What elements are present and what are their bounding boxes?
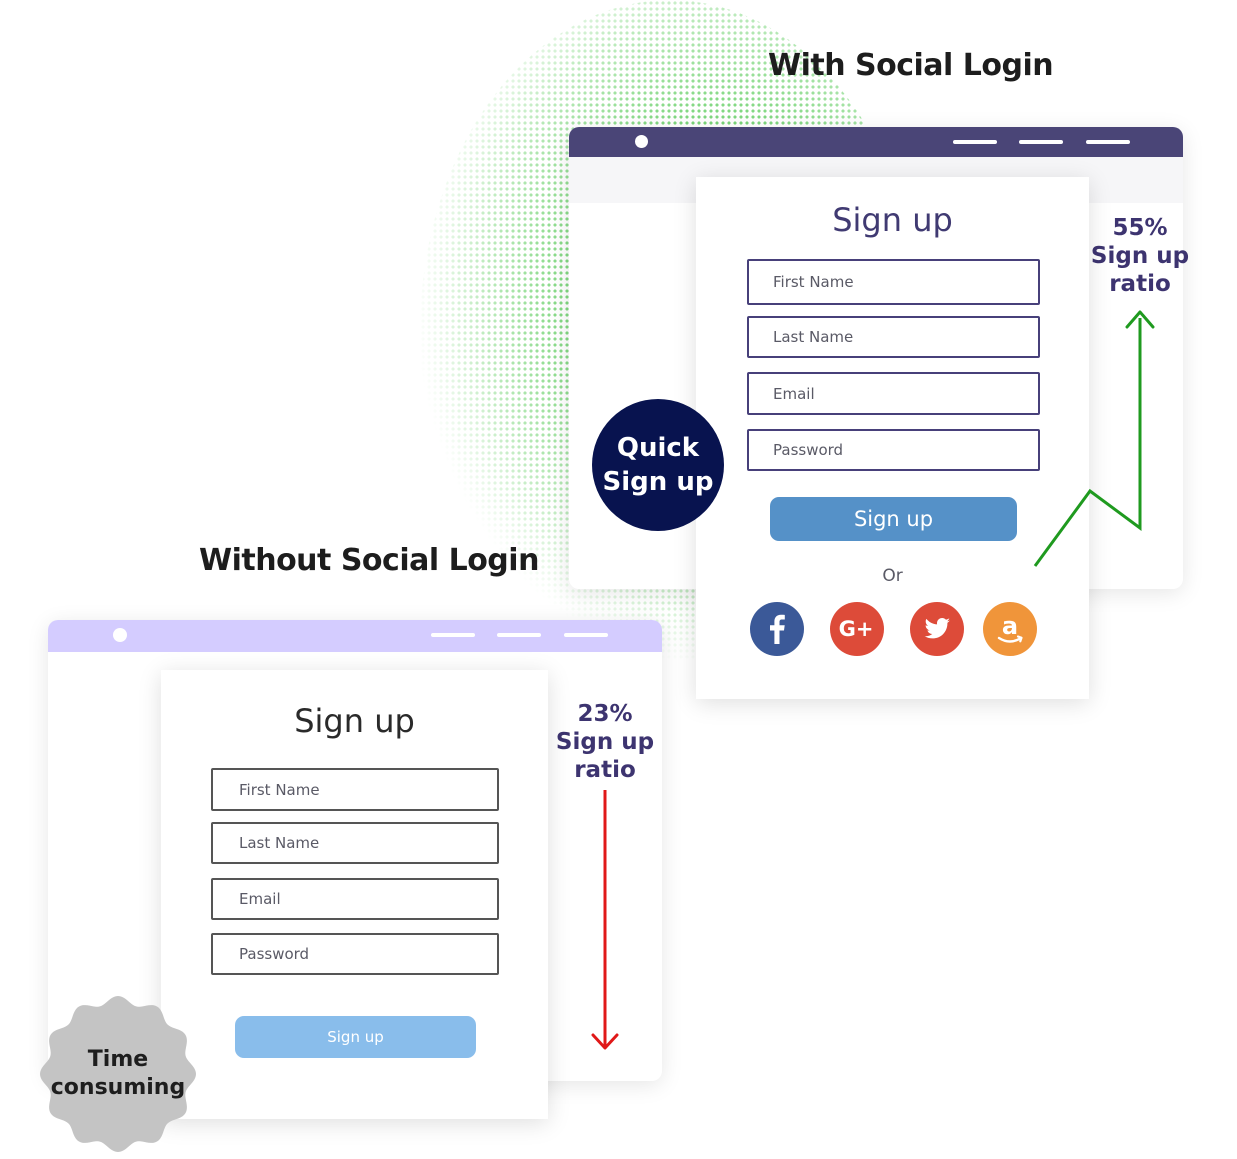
signup-card-title: Sign up	[294, 702, 415, 740]
with-social-signup-card: Sign up Sign up Or G+ a	[696, 177, 1089, 699]
time-consuming-badge: Time consuming	[38, 994, 198, 1154]
browser-title-bar	[569, 127, 1183, 157]
menu-line-icon[interactable]	[1086, 140, 1130, 144]
ratio-label-2: ratio	[1109, 271, 1171, 297]
password-field[interactable]	[211, 933, 499, 975]
browser-title-bar	[48, 620, 662, 652]
badge-seal-shape	[40, 996, 196, 1152]
last-name-field[interactable]	[211, 822, 499, 864]
quick-signup-badge: Quick Sign up	[592, 399, 724, 531]
user-avatar-icon[interactable]	[635, 135, 648, 148]
ratio-label-1: Sign up	[1090, 243, 1190, 269]
email-field[interactable]	[747, 372, 1040, 415]
first-name-field[interactable]	[747, 259, 1040, 305]
with-social-ratio: 55% Sign up ratio	[1085, 214, 1195, 298]
menu-line-icon[interactable]	[953, 140, 997, 144]
menu-line-icon[interactable]	[1019, 140, 1063, 144]
or-divider-label: Or	[882, 566, 903, 586]
with-social-title: With Social Login	[768, 48, 1054, 83]
without-social-ratio: 23% Sign up ratio	[550, 700, 660, 784]
badge-quick-line1: Quick	[616, 433, 700, 463]
badge-time-line2: consuming	[50, 1075, 186, 1100]
svg-text:G+: G+	[839, 617, 874, 641]
signup-button[interactable]: Sign up	[235, 1016, 476, 1058]
badge-quick-line2: Sign up	[602, 467, 714, 497]
menu-line-icon[interactable]	[431, 633, 475, 637]
ratio-label-2: ratio	[574, 757, 636, 783]
window-dot-icon[interactable]	[113, 628, 127, 642]
badge-time-line1: Time	[87, 1047, 149, 1072]
menu-line-icon[interactable]	[497, 633, 541, 637]
without-social-signup-card: Sign up Sign up	[161, 670, 548, 1119]
facebook-icon[interactable]	[750, 602, 804, 656]
svg-text:a: a	[1002, 612, 1018, 640]
menu-line-icon[interactable]	[564, 633, 608, 637]
last-name-field[interactable]	[747, 316, 1040, 358]
email-field[interactable]	[211, 878, 499, 920]
first-name-field[interactable]	[211, 768, 499, 811]
password-field[interactable]	[747, 429, 1040, 471]
without-social-title: Without Social Login	[199, 543, 539, 578]
twitter-icon[interactable]	[910, 602, 964, 656]
signup-button[interactable]: Sign up	[770, 497, 1017, 541]
ratio-label-1: Sign up	[555, 729, 655, 755]
signup-card-title: Sign up	[832, 201, 953, 239]
amazon-icon[interactable]: a	[983, 602, 1037, 656]
ratio-percent: 23%	[577, 701, 633, 727]
google-plus-icon[interactable]: G+	[830, 602, 884, 656]
ratio-percent: 55%	[1112, 215, 1168, 241]
